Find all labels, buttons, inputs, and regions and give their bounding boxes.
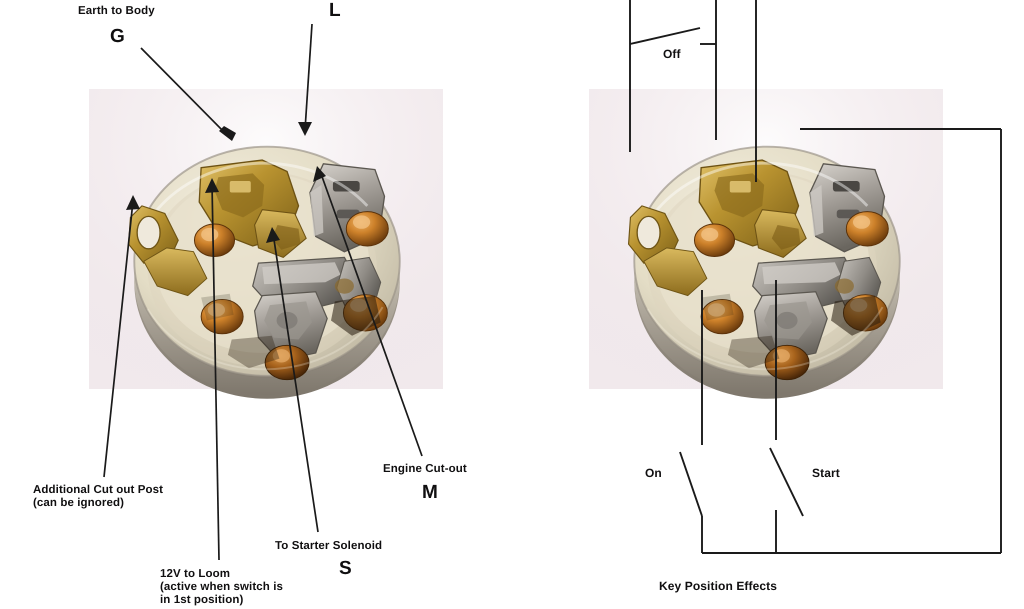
leader-12v-to-loom	[211, 183, 220, 561]
leader-lights	[304, 23, 313, 131]
leader-earth-to-body	[140, 47, 229, 137]
label-to-starter-solenoid: To Starter Solenoid	[275, 540, 383, 552]
label-earth-to-body: Earth to Body	[78, 5, 155, 17]
label-code-S: S	[339, 558, 353, 579]
arrowhead-additional-cut-out-post	[126, 195, 140, 210]
arrowhead-to-starter-solenoid	[266, 227, 280, 243]
left-leader-lines	[103, 23, 423, 561]
label-code-M: M	[422, 482, 439, 503]
start-switch-blade	[769, 447, 804, 517]
right-circuit-wires	[629, 0, 1002, 554]
arrowhead-12v-to-loom	[205, 178, 219, 193]
left-switch-photo	[127, 145, 402, 401]
arrowhead-lights	[298, 122, 312, 136]
off-switch-blade	[629, 27, 701, 45]
left-arrowheads	[126, 122, 326, 243]
label-code-G: G	[110, 26, 126, 47]
arrowhead-earth-to-body	[219, 126, 236, 141]
label-additional-cut-out-post: Additional Cut out Post (can be ignored)	[33, 484, 164, 509]
label-engine-cut-out: Engine Cut-out	[383, 463, 467, 475]
label-key-position-effects: Key Position Effects	[659, 579, 778, 593]
leader-engine-cut-out	[319, 170, 423, 457]
label-off: Off	[663, 47, 681, 61]
label-start: Start	[812, 466, 840, 480]
on-switch-blade	[679, 451, 703, 517]
label-12v-to-loom: 12V to Loom (active when switch is in 1s…	[160, 568, 283, 606]
label-code-L: L	[329, 0, 342, 21]
right-switch-photo	[627, 145, 902, 401]
label-on: On	[645, 466, 662, 480]
arrowhead-engine-cut-out	[313, 166, 326, 182]
leader-additional-cut-out-post	[103, 200, 134, 478]
leader-to-starter-solenoid	[272, 232, 319, 533]
